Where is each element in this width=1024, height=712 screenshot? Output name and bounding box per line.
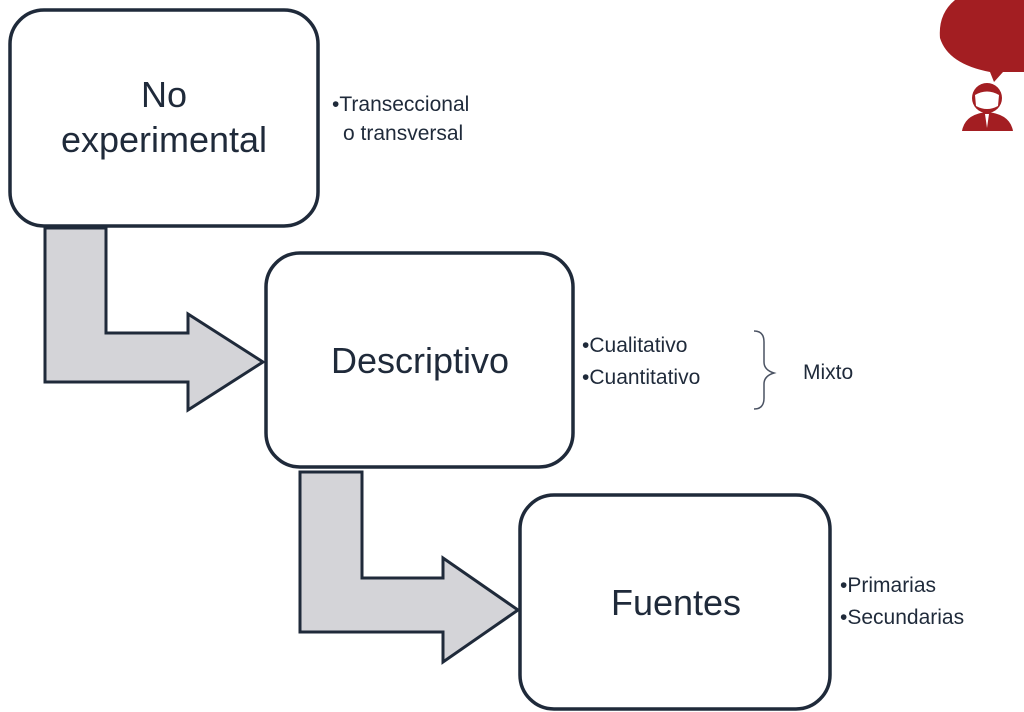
bullet-item: •Primarias	[840, 574, 936, 597]
step-1-bullets: •Transeccional o transversal	[332, 93, 469, 145]
step-title-line-1: Fuentes	[611, 582, 741, 623]
step-2-bullets: •Cualitativo •Cuantitativo Mixto	[582, 330, 853, 410]
step-title-line-1: No	[141, 74, 187, 115]
step-no-experimental: No experimental	[8, 8, 320, 228]
speech-bubble-person-icon	[939, 0, 1024, 131]
step-title-line-2: experimental	[61, 119, 267, 160]
step-fuentes: Fuentes	[518, 493, 832, 711]
bullet-item: •Cuantitativo	[582, 366, 700, 389]
bullet-item: o transversal	[343, 122, 463, 145]
bullet-item: •Cualitativo	[582, 334, 687, 357]
step-descriptivo: Descriptivo	[264, 251, 575, 469]
step-3-bullets: •Primarias •Secundarias	[840, 574, 964, 629]
bracket-label: Mixto	[803, 361, 853, 384]
step-title-line-1: Descriptivo	[331, 340, 509, 381]
arrow-step1-to-step2	[43, 226, 266, 413]
arrow-step2-to-step3	[298, 470, 521, 665]
step-box	[8, 8, 320, 228]
step-box	[518, 493, 832, 711]
bullet-item: •Secundarias	[840, 606, 964, 629]
curly-bracket	[753, 330, 777, 410]
step-box	[264, 251, 575, 469]
bullet-item: •Transeccional	[332, 93, 469, 116]
